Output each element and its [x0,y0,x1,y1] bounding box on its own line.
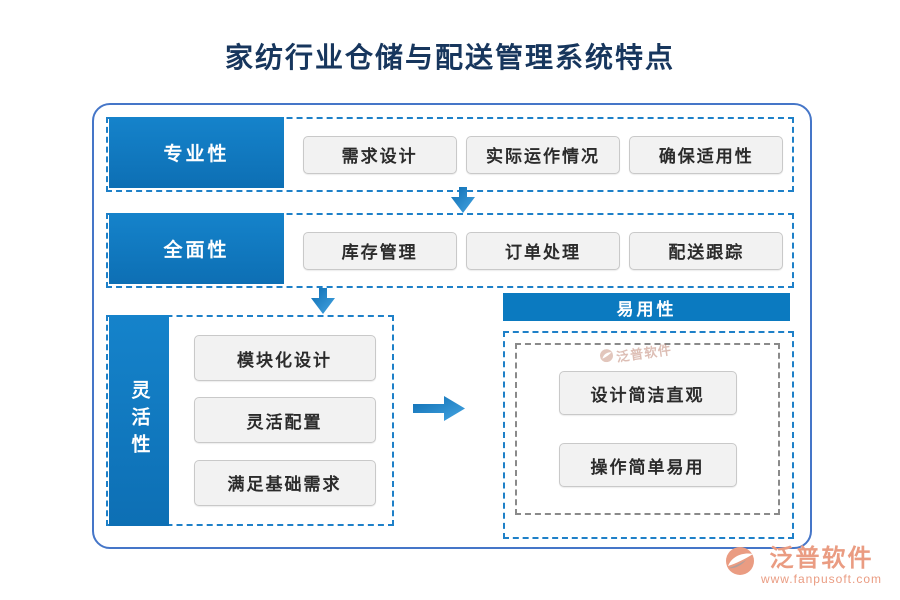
item-inventory-management[interactable]: 库存管理 [302,231,457,270]
item-actual-operation[interactable]: 实际运作情况 [465,135,620,174]
item-easy-operation[interactable]: 操作简单易用 [558,443,737,487]
section-professional-items: 需求设计 实际运作情况 确保适用性 [298,119,788,190]
section-professional: 专业性 需求设计 实际运作情况 确保适用性 [106,117,794,192]
section-comprehensive-items: 库存管理 订单处理 配送跟踪 [298,215,788,286]
item-order-processing[interactable]: 订单处理 [465,231,620,270]
item-modular-design[interactable]: 模块化设计 [193,335,376,382]
item-simple-intuitive-design[interactable]: 设计简洁直观 [558,371,737,415]
diagram-frame: 专业性 需求设计 实际运作情况 确保适用性 全面性 库存管理 订单处理 配送跟踪… [92,103,812,549]
down-arrow-icon [450,187,476,218]
section-label-easy: 易用性 [503,293,790,321]
brand-footer: 泛普软件 www.fanpusoft.com [725,546,882,586]
right-arrow-icon [413,395,465,427]
item-meet-basic-needs[interactable]: 满足基础需求 [193,459,376,506]
section-flexible-items: 模块化设计 灵活配置 满足基础需求 [183,317,386,524]
item-delivery-tracking[interactable]: 配送跟踪 [629,231,784,270]
item-ensure-applicability[interactable]: 确保适用性 [629,135,784,174]
section-easy: 设计简洁直观 操作简单易用 [503,331,794,539]
section-label-flexible: 灵活性 [109,315,169,526]
section-label-professional: 专业性 [109,117,284,188]
item-flexible-configuration[interactable]: 灵活配置 [193,397,376,444]
section-flexible: 灵活性 模块化设计 灵活配置 满足基础需求 [106,315,394,526]
section-easy-items: 设计简洁直观 操作简单易用 [515,343,780,515]
down-arrow-icon [310,288,336,319]
brand-name: 泛普软件 [769,546,874,572]
page-title: 家纺行业仓储与配送管理系统特点 [224,43,675,74]
section-comprehensive: 全面性 库存管理 订单处理 配送跟踪 [106,213,794,288]
fanpu-logo-icon [725,546,755,581]
item-requirement-design[interactable]: 需求设计 [302,135,457,174]
brand-site[interactable]: www.fanpusoft.com [760,572,882,586]
section-label-comprehensive: 全面性 [109,213,284,284]
